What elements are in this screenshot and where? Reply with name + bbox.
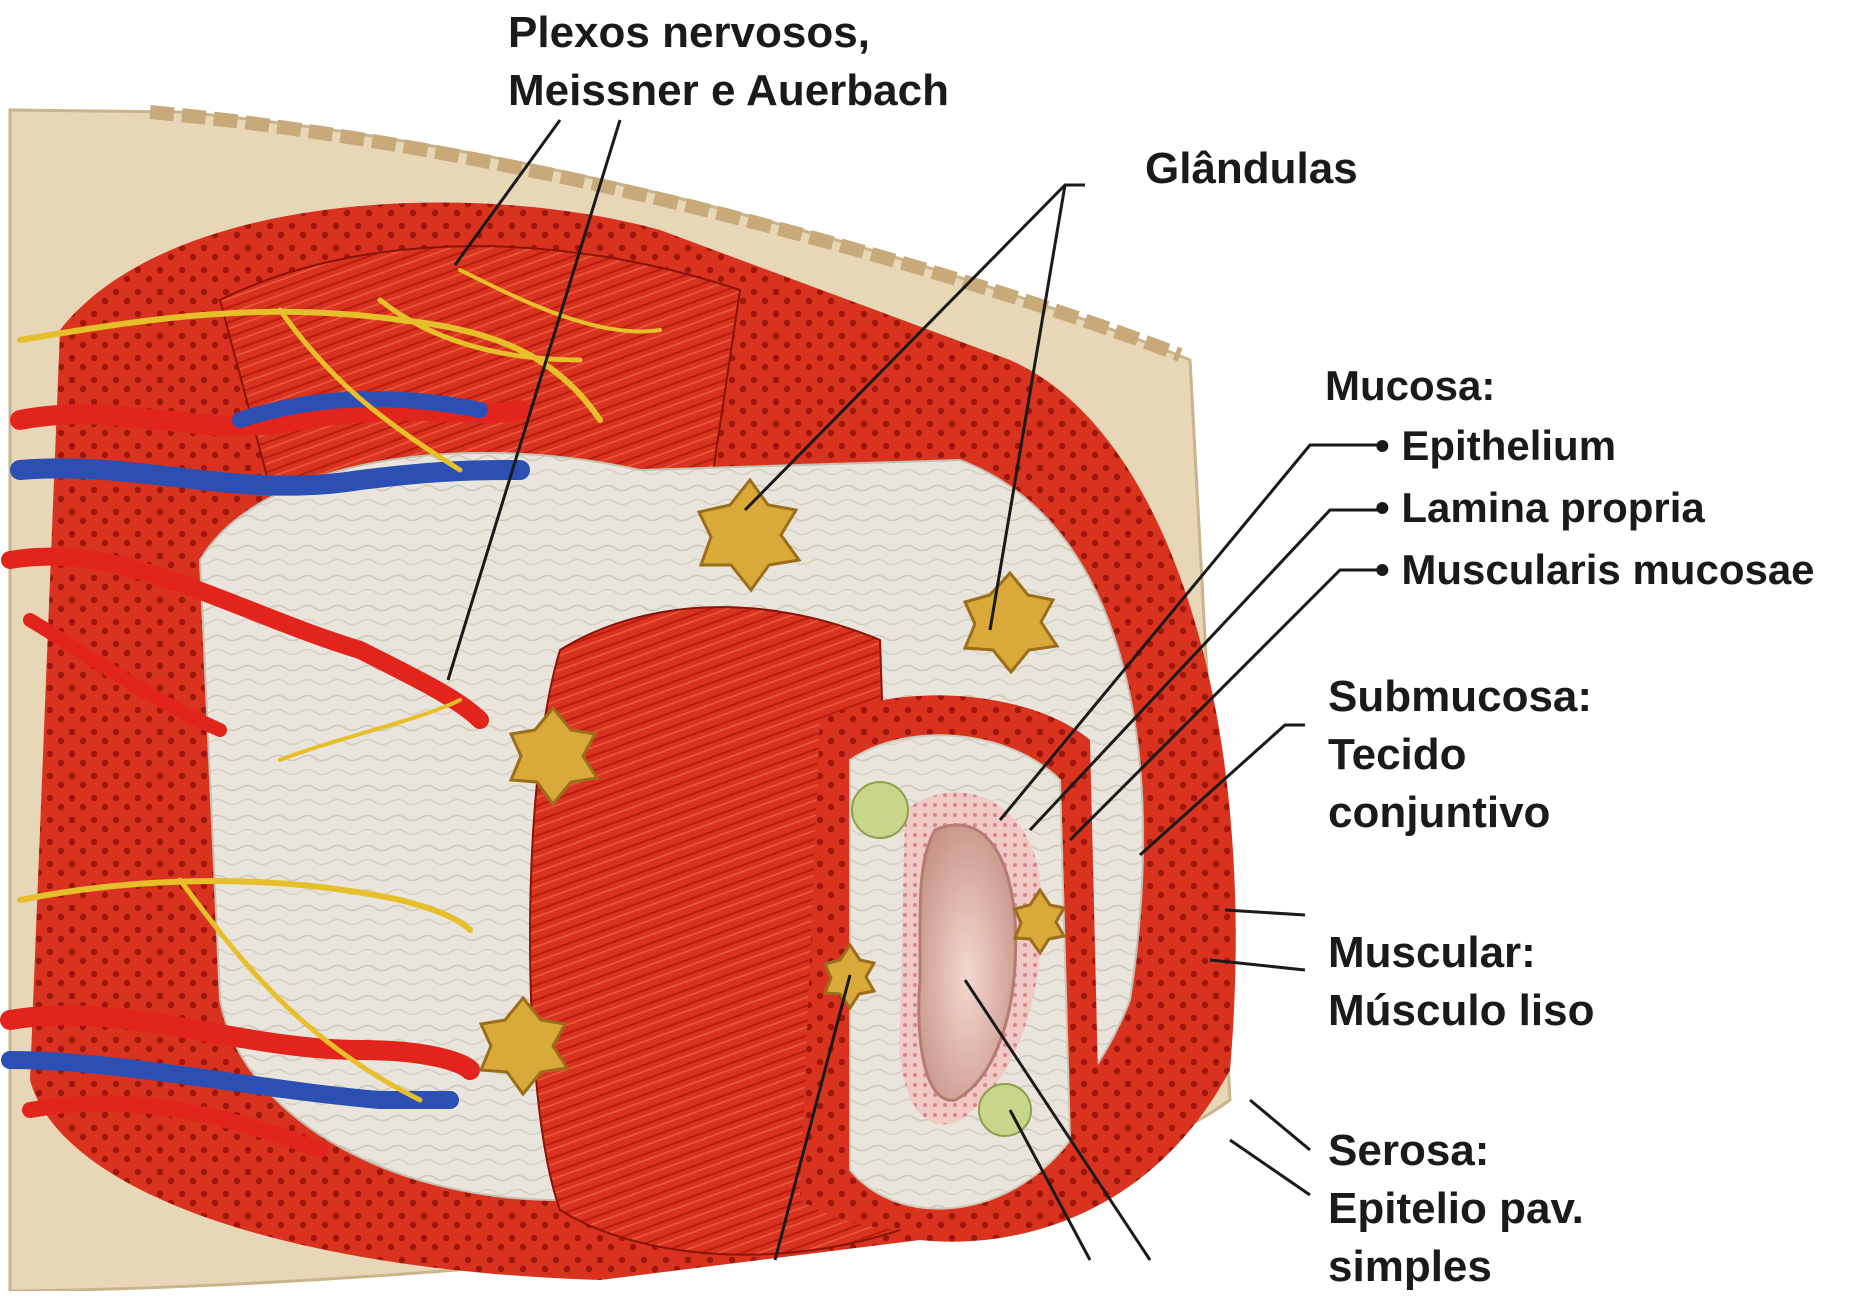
submucosa-label-line1: Submucosa: (1328, 668, 1592, 726)
mucosa-item-lamina-propria: • Lamina propria (1375, 477, 1705, 539)
submucosa-label-line3: conjuntivo (1328, 784, 1550, 842)
mucosa-title: Mucosa: (1325, 355, 1495, 417)
mucosa-item-muscularis-mucosae: • Muscularis mucosae (1375, 539, 1815, 601)
plexos-label-line2: Meissner e Auerbach (508, 62, 949, 120)
muscular-label-line1: Muscular: (1328, 924, 1536, 982)
muscular-label-line2: Músculo liso (1328, 982, 1594, 1040)
serosa-label-line1: Serosa: (1328, 1122, 1489, 1180)
submucosa-label-line2: Tecido (1328, 726, 1467, 784)
serosa-label-line2: Epitelio pav. (1328, 1180, 1584, 1238)
serosa-label-line3: simples (1328, 1238, 1492, 1296)
mucosa-item-epithelium: • Epithelium (1375, 415, 1616, 477)
plexos-label-line1: Plexos nervosos, (508, 4, 870, 62)
glandulas-label: Glândulas (1145, 140, 1358, 198)
